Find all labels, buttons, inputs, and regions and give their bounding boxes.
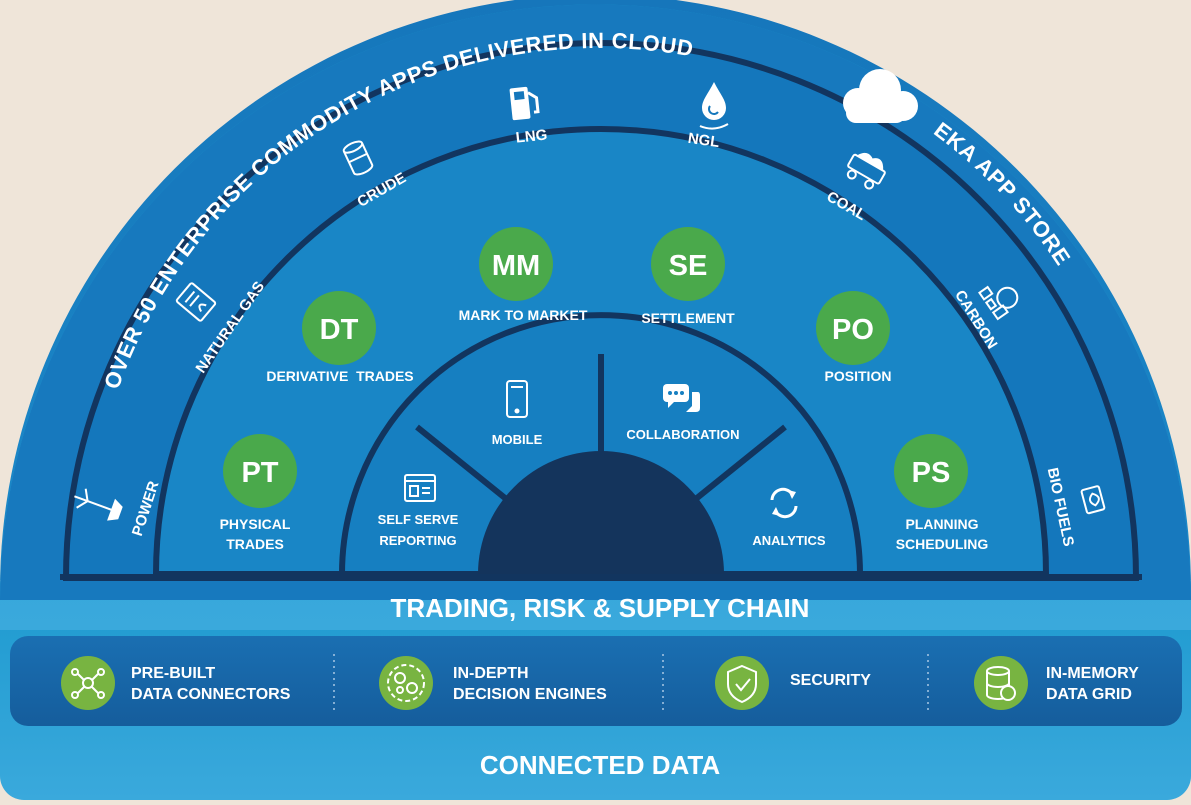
mobile-phone-icon: [506, 380, 528, 418]
features-bar: PRE-BUILT DATA CONNECTORS IN-DEPTH DECIS…: [10, 636, 1182, 726]
module-badge: [223, 434, 297, 508]
feature-label-line: DECISION ENGINES: [453, 686, 607, 703]
wind-turbine-icon: [74, 488, 123, 521]
feature-data-connectors[interactable]: PRE-BUILT DATA CONNECTORS: [61, 656, 291, 710]
module-label-line: POSITION: [825, 368, 892, 384]
module-label-line: PHYSICAL: [220, 516, 291, 532]
core-label-line: ANALYTICS: [752, 533, 826, 548]
module-abbr: PT: [241, 457, 278, 489]
module-label-line: SETTLEMENT: [641, 310, 735, 326]
co2-icon: [978, 285, 1019, 321]
feature-label-line: PRE-BUILT: [131, 665, 215, 682]
core-analytics[interactable]: ANALYTICS: [752, 487, 826, 548]
module-abbr: DT: [320, 314, 359, 346]
module-label-line: MARK TO MARKET: [459, 307, 588, 323]
platform-title: TRADING, RISK & SUPPLY CHAIN: [391, 593, 810, 623]
shield-check-icon: [727, 664, 757, 704]
module-mark-to-market[interactable]: MM MARK TO MARKET: [459, 227, 588, 323]
module-badge: [302, 291, 376, 365]
module-label-line: TRADES: [226, 536, 284, 552]
module-ring: PT PHYSICAL TRADES DT DERIVATIVE TRADES …: [220, 227, 988, 552]
feature-label-line: DATA GRID: [1046, 686, 1132, 703]
module-position[interactable]: PO POSITION: [816, 291, 891, 384]
commodity-ngl[interactable]: NGL: [687, 82, 729, 151]
central-hub: [478, 451, 724, 574]
module-abbr: SE: [669, 250, 708, 282]
commodity-lng[interactable]: LNG: [509, 86, 548, 147]
chat-bubbles-icon: [663, 384, 700, 412]
gears-brain-icon: [387, 664, 425, 702]
module-badge: [816, 291, 890, 365]
core-self-serve-reporting[interactable]: SELF SERVE REPORTING: [378, 474, 459, 548]
gas-bill-icon: [175, 282, 217, 322]
core-dividers: [415, 354, 787, 505]
module-planning-scheduling[interactable]: PS PLANNING SCHEDULING: [894, 434, 988, 552]
module-badge: [894, 434, 968, 508]
cloud-icon: [843, 69, 918, 123]
module-abbr: PO: [832, 314, 874, 346]
core-collaboration[interactable]: COLLABORATION: [626, 384, 740, 442]
liquid-drop-icon: [699, 82, 729, 130]
core-label-line: COLLABORATION: [626, 427, 739, 442]
module-label-line: SCHEDULING: [896, 536, 989, 552]
core-segments: SELF SERVE REPORTING MOBILE COLLABORATIO…: [378, 380, 826, 548]
module-label-line: DERIVATIVE TRADES: [266, 368, 413, 384]
module-physical-trades[interactable]: PT PHYSICAL TRADES: [220, 434, 297, 552]
core-label-line: MOBILE: [492, 432, 543, 447]
module-abbr: MM: [492, 250, 540, 282]
module-derivative-trades[interactable]: DT DERIVATIVE TRADES: [266, 291, 414, 384]
feature-label-line: SECURITY: [790, 672, 871, 689]
module-badge: [651, 227, 725, 301]
network-nodes-icon: [71, 668, 105, 699]
coal-cart-icon: [846, 152, 886, 190]
feature-data-grid[interactable]: IN-MEMORY DATA GRID: [974, 656, 1139, 710]
footer-title: CONNECTED DATA: [480, 750, 720, 780]
refresh-cycle-icon: [770, 487, 798, 519]
feature-label-line: IN-MEMORY: [1046, 665, 1139, 682]
oil-barrel-icon: [342, 140, 374, 176]
module-abbr: PS: [912, 457, 951, 489]
commodity-label: LNG: [515, 126, 548, 146]
feature-label-line: IN-DEPTH: [453, 665, 529, 682]
feature-security[interactable]: SECURITY: [715, 656, 871, 710]
module-label-line: PLANNING: [905, 516, 978, 532]
module-badge: [479, 227, 553, 301]
feature-label-line: DATA CONNECTORS: [131, 686, 291, 703]
database-icon: [986, 666, 1016, 701]
commodity-label: NGL: [687, 130, 721, 151]
core-mobile[interactable]: MOBILE: [492, 380, 543, 447]
leaf-tank-icon: [1080, 485, 1106, 515]
feature-decision-engines[interactable]: IN-DEPTH DECISION ENGINES: [379, 656, 607, 710]
core-label-line: REPORTING: [379, 533, 456, 548]
report-icon: [404, 474, 436, 502]
fuel-pump-icon: [509, 86, 540, 121]
core-label-line: SELF SERVE: [378, 512, 459, 527]
module-settlement[interactable]: SE SETTLEMENT: [641, 227, 735, 326]
